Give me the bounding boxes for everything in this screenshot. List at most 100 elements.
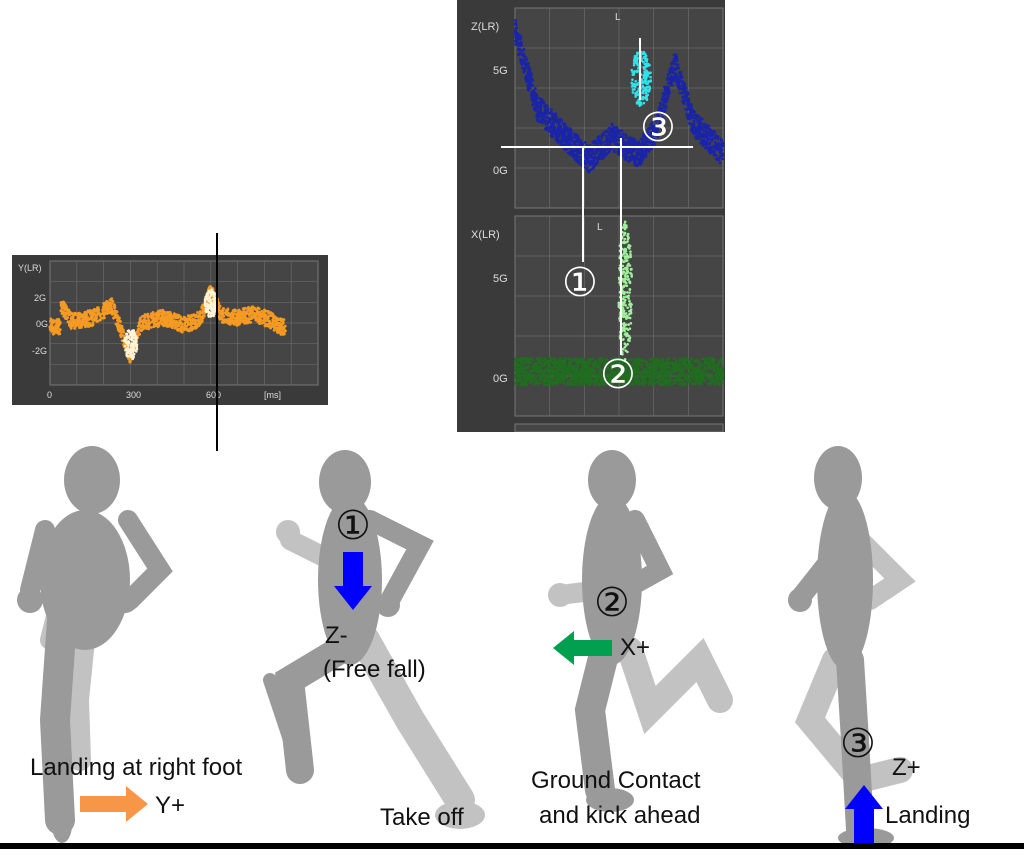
y-data-point (254, 318, 258, 322)
x-data-point (720, 369, 724, 373)
z-data-point (681, 80, 685, 84)
z-data-point (653, 143, 656, 146)
z-data-point (636, 62, 639, 65)
y-data-point (147, 314, 151, 318)
y-data-point (211, 311, 214, 314)
x-data-point (569, 366, 573, 370)
z-data-point (544, 122, 548, 126)
x-data-point (565, 376, 568, 380)
x-data-point (661, 358, 665, 361)
x-data-point (557, 377, 561, 381)
x-data-point (542, 372, 546, 375)
x-data-point (697, 360, 700, 364)
z-chart-top-label: L (615, 12, 621, 23)
z-data-point (517, 53, 521, 57)
x-data-point (652, 383, 655, 386)
y-data-point (219, 309, 223, 313)
y-data-point (143, 313, 147, 316)
y-data-point (237, 312, 241, 316)
x-data-point (718, 372, 722, 376)
y-data-point (224, 320, 228, 324)
y-data-point (119, 333, 122, 337)
z-data-point (632, 149, 636, 153)
z-data-point (686, 98, 689, 102)
y-data-point (131, 342, 134, 346)
z-chart-grid (515, 8, 723, 208)
x-data-point (596, 365, 600, 369)
x-data-point (637, 360, 641, 364)
x-data-point (715, 377, 718, 381)
x-data-point (554, 377, 558, 380)
x-data-point (532, 382, 536, 386)
y-data-point (280, 317, 284, 321)
z-data-point (714, 147, 718, 150)
x-data-point (543, 378, 547, 382)
x-data-point (618, 266, 621, 270)
z-data-point (514, 27, 518, 31)
x-data-point (604, 360, 608, 364)
z-data-point (645, 70, 648, 74)
y-data-point (174, 325, 178, 329)
z-data-point (704, 129, 708, 133)
x-data-point (561, 369, 564, 373)
z-data-point (704, 143, 708, 147)
z-data-point (688, 111, 692, 115)
x-data-point (675, 364, 679, 368)
y-data-point (197, 324, 201, 327)
x-data-point (664, 366, 668, 370)
x-data-point (525, 377, 529, 381)
x-data-point (633, 371, 636, 375)
y-data-point (71, 315, 75, 319)
y-data-point (201, 308, 205, 312)
x-data-point (688, 379, 692, 383)
z-data-point (514, 42, 518, 46)
x-data-point (601, 369, 605, 373)
z-data-point (720, 138, 724, 142)
x-data-point (642, 369, 646, 373)
y-data-point (279, 330, 283, 334)
x-data-point (695, 358, 699, 362)
z-data-point (668, 69, 672, 73)
z-chart-ytick-5g: 5G (493, 65, 508, 77)
z-data-point (695, 116, 699, 120)
y-data-point (177, 324, 181, 328)
z-data-point (669, 83, 672, 87)
z-chart-ylabel: Z(LR) (471, 21, 499, 33)
y-data-point (129, 333, 132, 336)
x-data-point (574, 380, 577, 384)
x-data-point (684, 374, 688, 378)
y-data-point (152, 320, 156, 324)
y-data-point (233, 319, 237, 323)
x-data-point (709, 377, 713, 381)
z-data-point (568, 138, 572, 142)
z-data-point (633, 88, 636, 91)
x-data-point (514, 366, 518, 370)
x-data-point (711, 380, 714, 384)
x-data-point (710, 375, 714, 378)
y-data-point (250, 305, 254, 309)
x-data-point (581, 364, 585, 367)
y-data-point (125, 352, 128, 355)
y-data-point (281, 320, 285, 324)
y-data-point (274, 322, 278, 326)
y-data-point (56, 321, 60, 325)
z-data-point (710, 139, 714, 143)
x-data-point (691, 363, 694, 367)
x-data-point (524, 366, 528, 370)
y-data-point (212, 290, 215, 294)
x-data-point (525, 383, 529, 386)
x-data-point (703, 358, 707, 361)
z-data-point (633, 85, 637, 88)
z-data-point (687, 117, 691, 121)
z-data-point (519, 42, 522, 46)
x-data-point (615, 358, 619, 362)
y-data-point (168, 310, 172, 314)
z-data-point (561, 122, 565, 126)
z-data-point (599, 156, 602, 160)
x-data-point (555, 360, 559, 364)
z-data-point (520, 62, 524, 66)
z-data-point (612, 148, 616, 152)
y-data-point (270, 324, 273, 328)
y-data-point (207, 310, 211, 314)
y-data-point (59, 301, 63, 305)
